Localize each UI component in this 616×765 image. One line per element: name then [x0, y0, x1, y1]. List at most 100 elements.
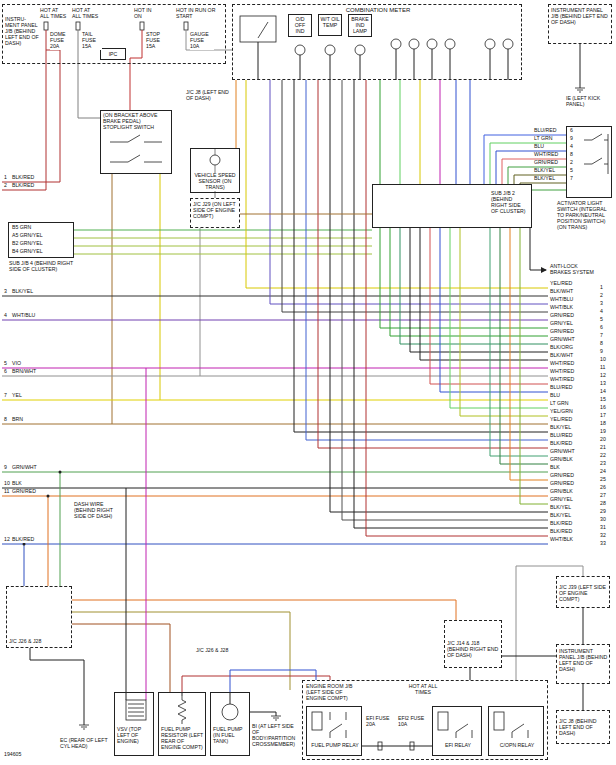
lamp-symbol: [240, 16, 513, 55]
fuse-label: EFI2 FUSE 10A: [398, 716, 428, 728]
lamp-symbol: [445, 39, 455, 49]
wire-color: BLK/YEL: [12, 289, 42, 295]
node-title: (ON BRACKET ABOVE BRAKE PEDAL) STOPLIGHT…: [103, 113, 169, 131]
wire: [60, 472, 61, 586]
lamp-symbol: [427, 39, 437, 49]
connector-label: J/C J26 & J28: [196, 648, 240, 654]
wire-color: WHT/RED: [550, 361, 590, 367]
callout-number: 17: [600, 413, 612, 419]
callout-number: 10: [600, 357, 612, 363]
wire-connector: [532, 190, 566, 191]
callout-number: 20: [600, 437, 612, 443]
pin-number: 7: [570, 176, 578, 182]
wire-color: BLK: [12, 481, 42, 487]
component-box: FUEL PUMP (IN FUEL TANK): [210, 692, 250, 756]
junction-connector: J/C J29 (ON LEFT SIDE OF ENGINE COMPT): [190, 198, 240, 228]
node-title: VSV (TOP LEFT OF ENGINE): [117, 727, 153, 745]
node-title: W/T OIL TEMP: [320, 17, 340, 29]
wire: [502, 656, 556, 657]
component-symbol: [222, 704, 238, 720]
wire-color: LT GRN: [534, 136, 564, 142]
ground-label: IE (LEFT KICK PANEL): [566, 96, 610, 108]
wire: [160, 174, 161, 400]
wire: [520, 228, 548, 504]
wire: [430, 228, 548, 384]
ground-label: BI (AT LEFT SIDE OF BODY/PARTITION CROSS…: [252, 724, 300, 748]
component-symbol: [178, 696, 186, 724]
wire-color: BLK/RED: [12, 183, 42, 189]
wire-color: BLK/RED: [12, 537, 42, 543]
component-symbol: [126, 700, 146, 720]
wire-connector: [583, 684, 584, 710]
junction-connector: J/C J39 (LEFT SIDE OF ENGINE COMPT): [556, 576, 610, 608]
wire: [354, 80, 548, 528]
node-title: J/C J8 (BEHIND LEFT END OF DASH): [559, 719, 609, 737]
ground-symbol: [575, 88, 585, 92]
wire: [72, 600, 456, 620]
wire-color: BLU: [534, 144, 564, 150]
callout-number: 5: [600, 317, 612, 323]
node-title: J/C J26 & J28: [9, 639, 69, 645]
wire: [258, 42, 508, 80]
callout-number: 10: [4, 481, 12, 487]
node-title: BRAKE IND LAMP: [350, 17, 370, 35]
wire-color: GRN/BLK: [550, 489, 590, 495]
callout-number: 18: [600, 421, 612, 427]
callout-number: 11: [4, 489, 12, 495]
callout-number: 11: [600, 365, 612, 371]
lamp-symbol: [240, 16, 276, 42]
callout-number: 9: [4, 465, 12, 471]
wire-connector: [240, 214, 372, 215]
wire: [450, 228, 548, 408]
wire-color: BLK: [550, 465, 590, 471]
callout-number: 29: [600, 509, 612, 515]
wire: [400, 228, 548, 344]
fuse-symbol: [140, 22, 144, 30]
node-title: O/D OFF IND: [290, 17, 310, 35]
wire-color: BLU: [550, 393, 590, 399]
wire: [2, 496, 548, 497]
wire: [2, 424, 548, 425]
wire: [390, 228, 548, 336]
wire-color: BLK/YEL: [550, 505, 590, 511]
callout-number: 13: [600, 381, 612, 387]
wire-color: GRN/YEL: [550, 497, 590, 503]
node-title: INSTRUMENT PANEL J/B (BEHIND LEFT END OF…: [551, 8, 609, 26]
wire-connector: [470, 668, 471, 680]
callout-number: 7: [4, 393, 12, 399]
wire: [380, 228, 548, 328]
wire: [146, 368, 147, 700]
wire: [580, 44, 581, 88]
node-title: SUB J/B 2 (BEHIND RIGHT SIDE OF CLUSTER): [491, 191, 529, 215]
ground-symbol: [79, 88, 585, 729]
wire: [342, 80, 548, 520]
fuse-label: STOP FUSE 15A: [146, 32, 170, 50]
callout-number: 12: [4, 537, 12, 543]
relay-symbol: [330, 712, 346, 738]
callout-number: 9: [600, 349, 612, 355]
wire: [74, 254, 372, 255]
callout-number: 30: [600, 517, 612, 523]
wire: [440, 228, 548, 392]
wire: [318, 80, 548, 448]
wire: [2, 30, 60, 182]
wire: [130, 30, 142, 64]
callout-number: 14: [600, 389, 612, 395]
wire: [2, 50, 46, 190]
relay-symbol: [456, 724, 472, 738]
power-note: HOT IN ON: [134, 8, 160, 20]
wire-color: YEL/RED: [550, 417, 590, 423]
wire-color: WHT/BLU: [550, 297, 590, 303]
pin-number: 6: [570, 128, 578, 134]
power-note: HOT AT ALL TIMES: [72, 8, 100, 20]
callout-number: 1: [4, 175, 12, 181]
wire-color: YEL/GRN: [550, 409, 590, 415]
callout-number: 6: [600, 325, 612, 331]
relay-symbol: [438, 712, 448, 730]
wire: [30, 648, 84, 725]
wire: [182, 692, 230, 704]
junction-connector: J/C J8 (BEHIND LEFT END OF DASH): [556, 710, 610, 744]
wire: [508, 167, 566, 184]
callout-number: 12: [600, 373, 612, 379]
relay-symbol: [512, 724, 528, 738]
